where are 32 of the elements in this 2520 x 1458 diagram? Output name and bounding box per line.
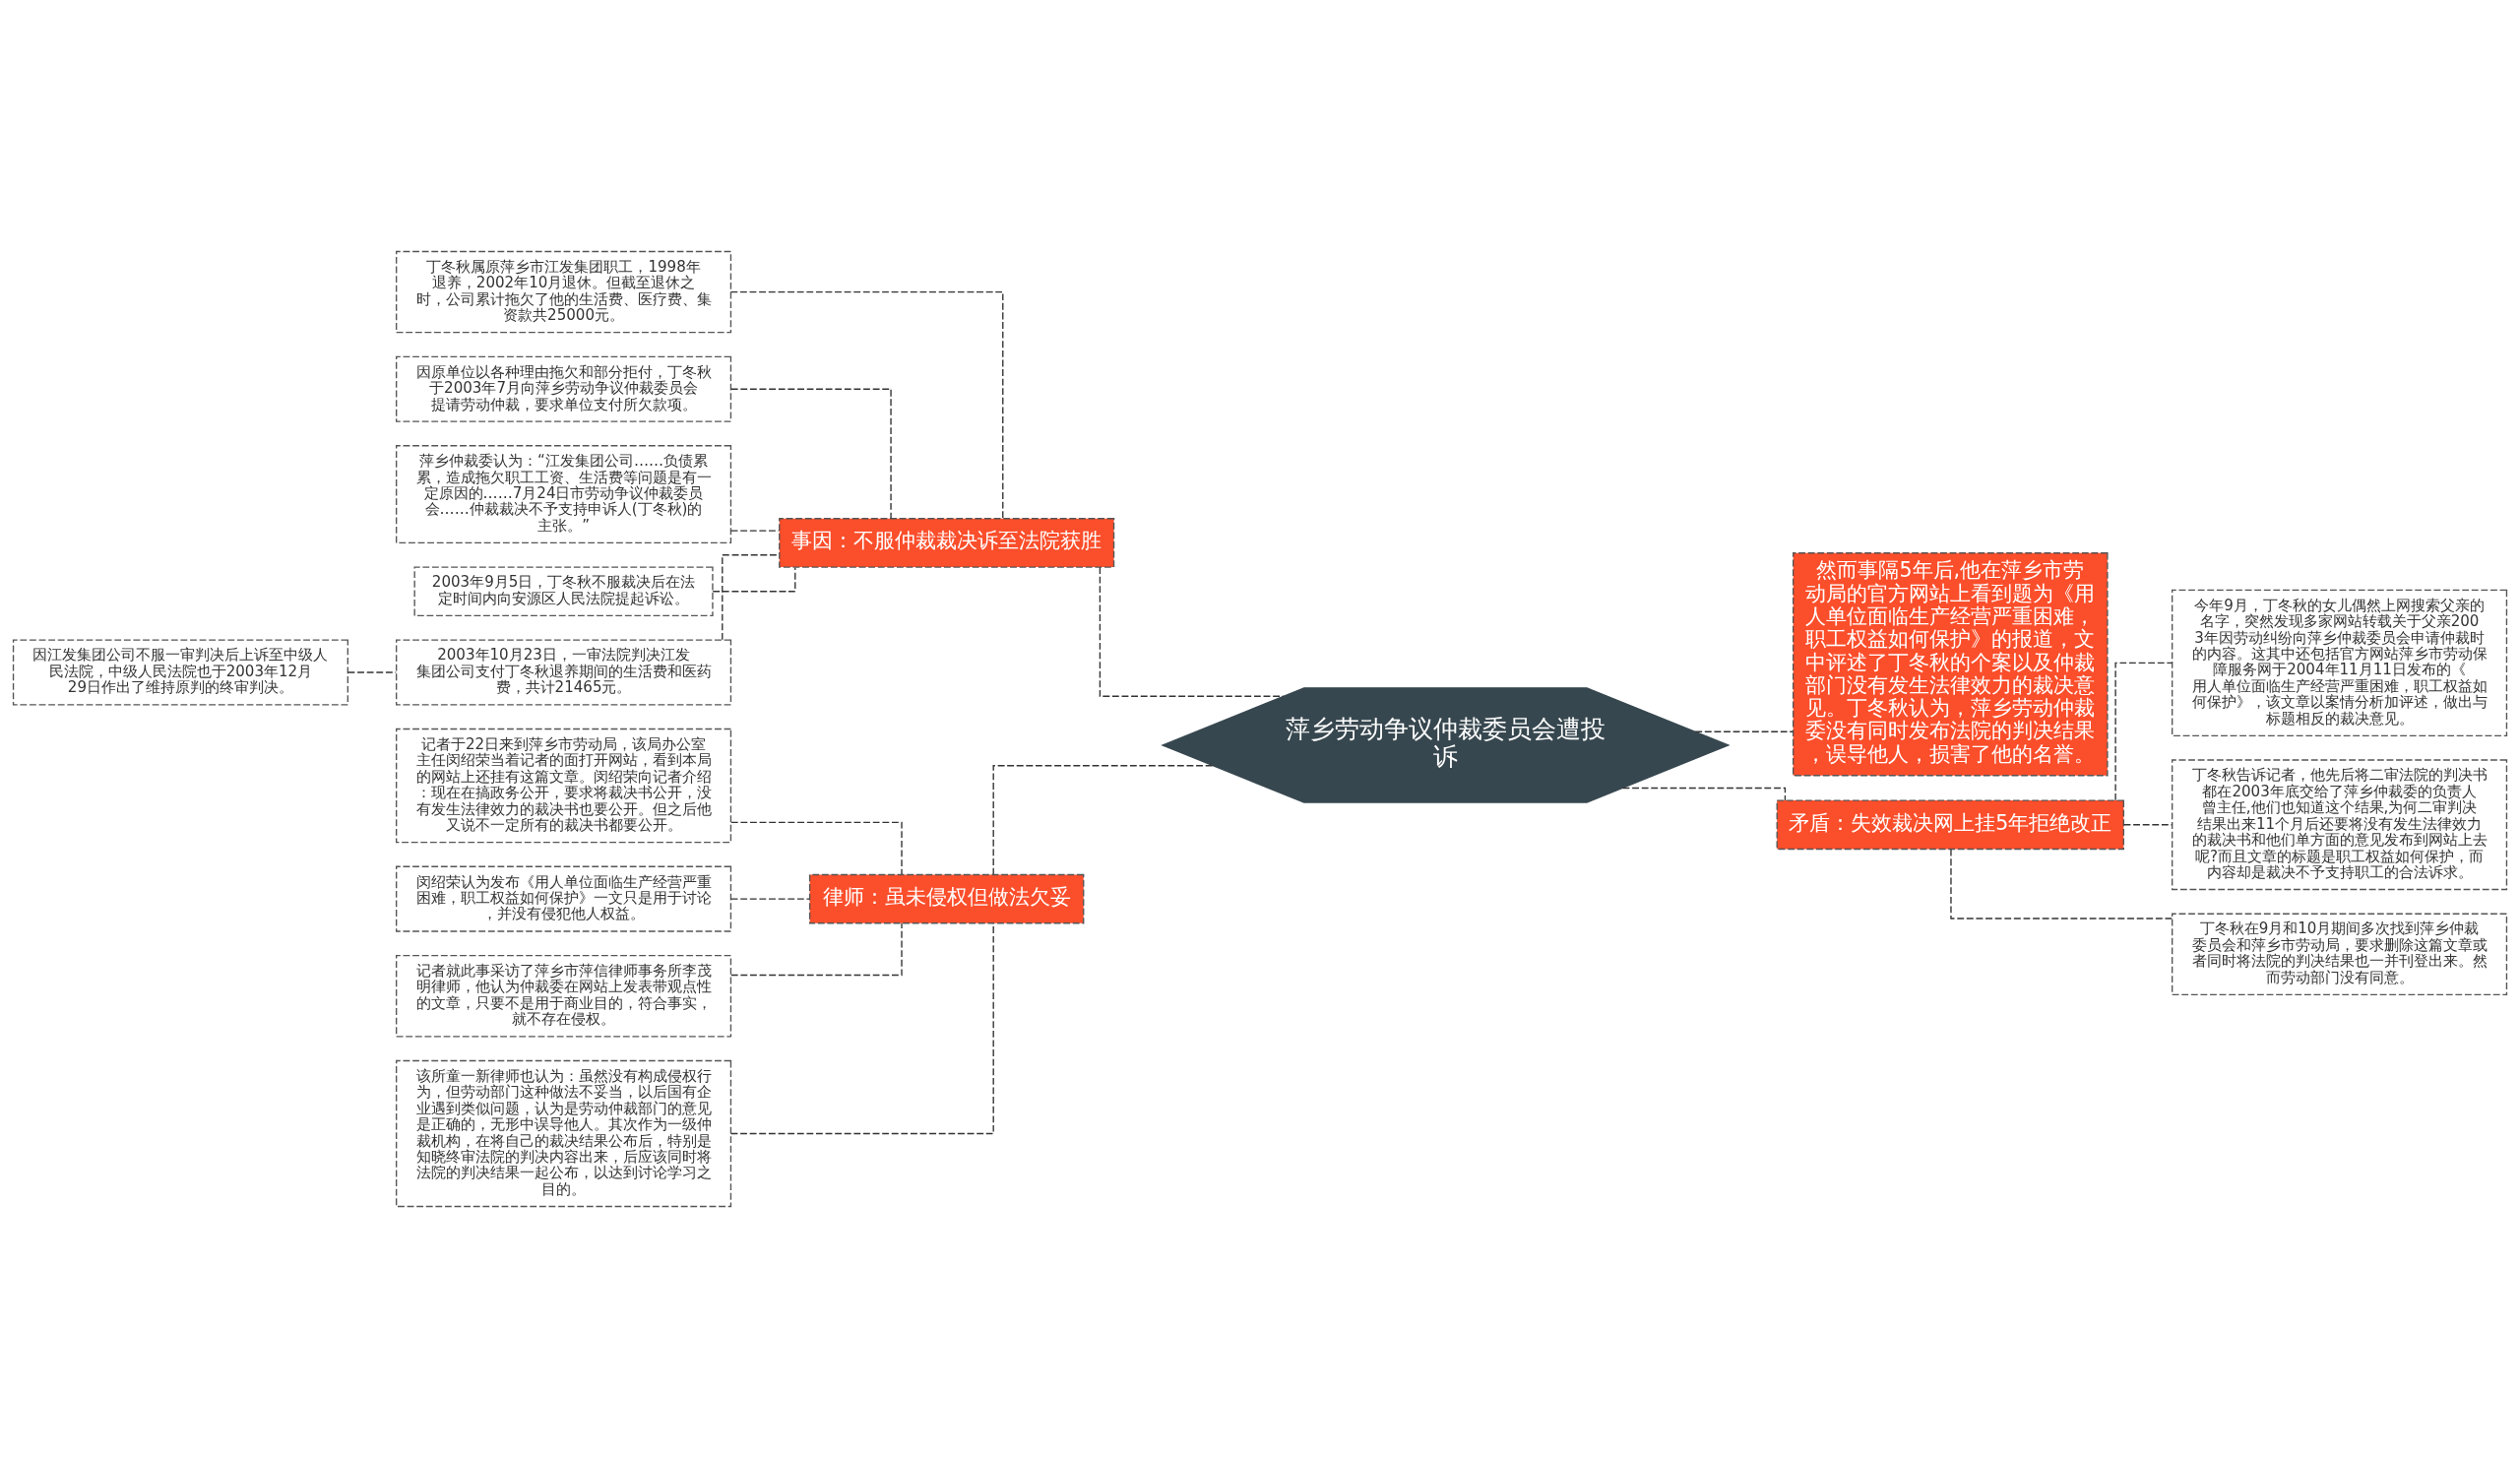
node-box: 2003年10月23日，一审法院判决江发集团公司支付丁冬秋退养期间的生活费和医药费，共计21465元。 xyxy=(395,639,732,706)
connector xyxy=(722,554,780,641)
node-box: 今年9月，丁冬秋的女儿偶然上网搜索父亲的名字，突然发现多家网站转载关于父亲2003年因劳动纠纷向萍乡仲裁委员会申请仲裁时的内容。这其中还包括官方网站萍乡市劳动保障服务网于2004年11月11日发布的《用人单位面临生产经营严重困难，职工权益如何保护》，该文章以案情分析加评述，做出与标题相反的裁决意见。 xyxy=(2171,589,2508,737)
connector xyxy=(2122,824,2174,826)
connector xyxy=(729,290,1004,520)
node-box: 丁冬秋在9月和10月期间多次找到萍乡仲裁委员会和萍乡市劳动局，要求删除这篇文章或者同时将法院的判决结果也一并刊登出来。然而劳动部门没有同意。 xyxy=(2171,913,2508,996)
connector xyxy=(1694,730,1795,732)
connector xyxy=(1950,849,2174,919)
node-box: 记者于22日来到萍乡市劳动局，该局办公室主任闵绍荣当着记者的面打开网站，看到本局的网站上还挂有这篇文章。闵绍荣向记者介绍：现在在搞政务公开，要求将裁决书公开，没有发生法律效力的裁决书也要公开。但之后他又说不一定所有的裁决书都要公开。 xyxy=(395,728,732,844)
node-box: 该所童一新律师也认为：虽然没有构成侵权行为，但劳动部门这种做法不妥当，以后国有企业遇到类似问题，认为是劳动仲裁部门的意见是正确的，无形中误导他人。其次作为一级仲裁机构，在将自己的裁决结果公布后，特别是知晓终审法院的判决内容出来，后应该同时将法院的判决结果一起公布，以达到讨论学习之目的。 xyxy=(395,1059,732,1208)
node-box: 因江发集团公司不服一审判决后上诉至中级人民法院，中级人民法院也于2003年12月29日作出了维持原判的终审判决。 xyxy=(12,639,349,706)
node-box: 丁冬秋属原萍乡市江发集团职工，1998年退养，2002年10月退休。但截至退休之时，公司累计拖欠了他的生活费、医疗费、集资款共25000元。 xyxy=(395,250,732,334)
connector xyxy=(729,898,810,900)
connector xyxy=(992,765,1214,875)
connector xyxy=(730,388,892,520)
connector xyxy=(1099,566,1285,697)
node-box: 事因：不服仲裁裁决诉至法院获胜 xyxy=(779,518,1115,568)
node-box: 然而事隔5年后,他在萍乡市劳动局的官方网站上看到题为《用人单位面临生产经营严重困难，职工权益如何保护》的报道，文中评述了丁冬秋的个案以及仲裁部门没有发生法律效力的裁决意见。丁冬秋认为，萍乡劳动仲裁委没有同时发布法院的判决结果，误导他人，损害了他的名誉。 xyxy=(1792,552,2109,777)
node-box: 萍乡仲裁委认为：“江发集团公司……负债累累，造成拖欠职工工资、生活费等问题是有一定原因的……7月24日市劳动争议仲裁委员会……仲裁裁决不予支持申诉人(丁冬秋)的主张。” xyxy=(395,445,732,544)
node-box: 因原单位以各种理由拖欠和部分拒付，丁冬秋于2003年7月向萍乡劳动争议仲裁委员会提请劳动仲裁，要求单位支付所欠款项。 xyxy=(395,355,732,422)
connector xyxy=(730,821,903,875)
node-box: 律师：虽未侵权但做法欠妥 xyxy=(808,873,1085,924)
node-box: 闵绍荣认为发布《用人单位面临生产经营严重困难，职工权益如何保护》一文只是用于讨论，并没有侵犯他人权益。 xyxy=(395,865,732,932)
node-box: 记者就此事采访了萍乡市萍信律师事务所李茂明律师，他认为仲裁委在网站上发表带观点性的文章，只要不是用于商业目的，符合事实，就不存在侵权。 xyxy=(395,955,732,1038)
node-box: 丁冬秋告诉记者，他先后将二审法院的判决书都在2003年底交给了萍乡仲裁委的负责人曾主任,他们也知道这个结果,为何二审判决结果出来11个月后还要将没有发生法律效力的裁决书和他们单方面的意见发布到网站上去呢?而且文章的标题是职工权益如何保护，而内容却是裁决不予支持职工的合法诉求。 xyxy=(2171,759,2508,891)
connector xyxy=(2114,662,2174,801)
connector xyxy=(1621,787,1787,801)
node-box: 矛盾：失效裁决网上挂5年拒绝改正 xyxy=(1776,799,2125,851)
node-box: 2003年9月5日，丁冬秋不服裁决后在法定时间内向安源区人民法院提起诉讼。 xyxy=(413,566,714,617)
connector xyxy=(729,922,994,1135)
connector xyxy=(730,922,903,977)
connector xyxy=(712,566,796,593)
